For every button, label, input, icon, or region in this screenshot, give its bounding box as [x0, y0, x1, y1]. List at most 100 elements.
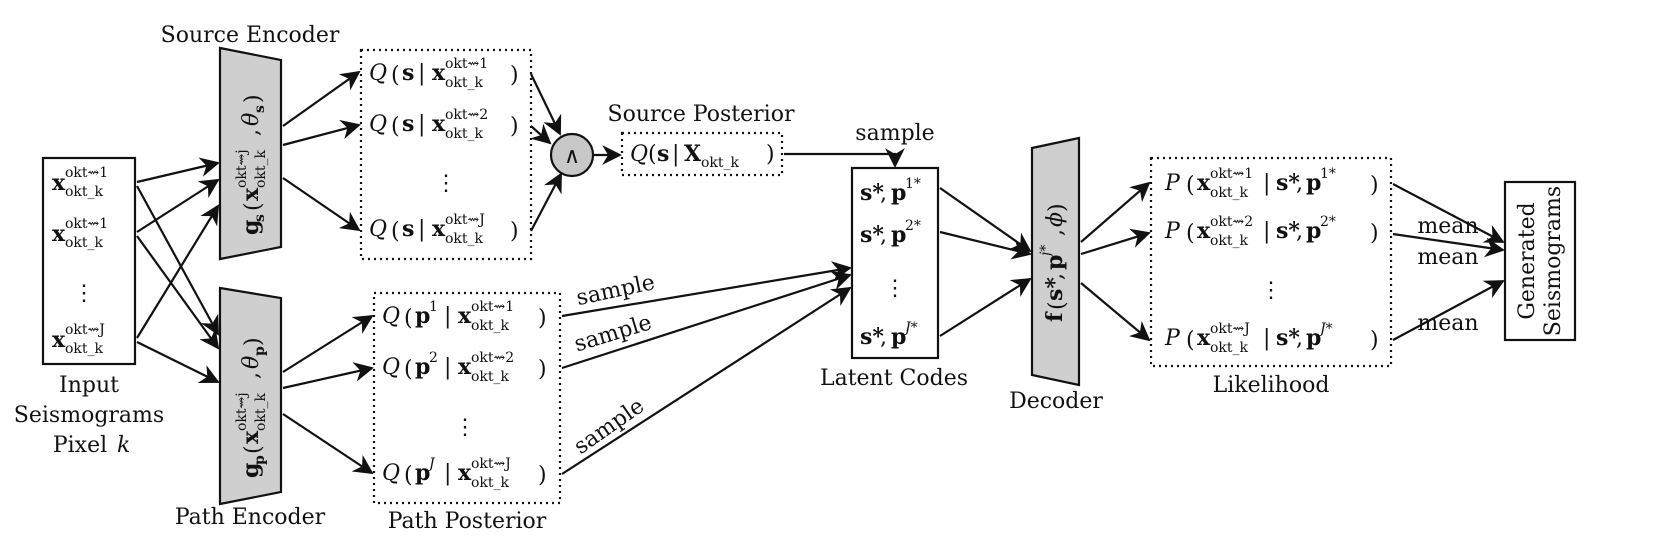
svg-text:Q: Q: [369, 112, 387, 137]
source-posterior-formula: Q ( s | X okt_k ): [630, 141, 775, 171]
svg-text:x: x: [1197, 325, 1211, 351]
input-box: x okt⇝1 okt_k x okt⇝1 okt_k ⋮ x okt⇝J ok…: [41, 156, 137, 366]
path-q-J: Q ( p J | x okt⇝J okt_k ): [382, 456, 547, 491]
sample-label-1: sample: [574, 270, 657, 311]
svg-text:(: (: [391, 114, 400, 139]
svg-text:okt_k: okt_k: [471, 475, 510, 491]
latent-code-2: s* , p 2*: [860, 218, 921, 248]
input-vdots: ⋮: [73, 281, 95, 306]
svg-text:okt_k: okt_k: [445, 231, 484, 247]
svg-text:Q: Q: [369, 61, 387, 86]
source-q-vdots: ⋮: [435, 171, 457, 196]
sample-label-top: sample: [855, 121, 934, 146]
svg-text:okt_k: okt_k: [471, 318, 510, 334]
svg-text:okt_k: okt_k: [701, 155, 740, 171]
latent-to-decoder-arrows: [939, 187, 1032, 337]
source-encoder-block: [218, 46, 283, 261]
svg-text:x: x: [432, 216, 446, 242]
path-q-vdots: ⋮: [454, 415, 476, 440]
input-label-line1: Input: [59, 373, 119, 398]
svg-text:x: x: [1197, 170, 1211, 196]
svg-text:x: x: [238, 187, 264, 201]
and-node: [549, 132, 595, 178]
svg-text:okt_k: okt_k: [65, 184, 104, 200]
svg-text:okt⇝J: okt⇝J: [1210, 321, 1250, 337]
svg-text:p: p: [891, 180, 906, 206]
svg-text:(: (: [404, 306, 413, 331]
svg-text:x: x: [52, 327, 66, 353]
svg-text:|: |: [444, 461, 451, 486]
source-encoder-comma: ,: [239, 129, 264, 136]
svg-text:okt⇝J: okt⇝J: [65, 322, 105, 338]
svg-text:,: ,: [1043, 273, 1068, 280]
svg-text:,: ,: [1296, 219, 1303, 244]
svg-text:okt_k: okt_k: [445, 75, 484, 91]
svg-text:P: P: [1164, 326, 1181, 351]
svg-text:): ): [1370, 221, 1379, 246]
svg-text:p: p: [415, 354, 430, 380]
svg-text:): ): [538, 463, 547, 488]
svg-text:P: P: [1164, 219, 1181, 244]
svg-text:J*: J*: [1317, 321, 1333, 337]
input-entry-1: x okt⇝1 okt_k: [52, 165, 108, 200]
svg-text:okt⇝2: okt⇝2: [1210, 214, 1253, 230]
svg-text:x: x: [458, 354, 472, 380]
svg-text:x: x: [52, 170, 66, 196]
svg-text:): ): [510, 63, 519, 88]
svg-text:2*: 2*: [1320, 214, 1336, 230]
svg-text:(: (: [1186, 221, 1195, 246]
svg-text:okt_k: okt_k: [65, 235, 104, 251]
svg-text:okt⇝j: okt⇝j: [234, 149, 250, 188]
path-encoder-block: [218, 286, 283, 506]
likelihood-vdots: ⋮: [1260, 278, 1282, 303]
svg-text:Seismograms: Seismograms: [1541, 186, 1566, 336]
svg-text:okt_k: okt_k: [471, 369, 510, 385]
svg-text:θ: θ: [239, 356, 264, 369]
likelihood-label: Likelihood: [1213, 373, 1330, 398]
svg-text:s: s: [657, 141, 669, 167]
svg-text:|: |: [418, 112, 425, 137]
svg-text:(: (: [391, 219, 400, 244]
svg-text:1: 1: [429, 299, 438, 315]
svg-text:Q: Q: [382, 355, 400, 380]
svg-text:Q: Q: [382, 461, 400, 486]
svg-text:,: ,: [880, 325, 887, 350]
svg-text:okt⇝j: okt⇝j: [234, 392, 250, 431]
svg-text:,: ,: [880, 223, 887, 248]
svg-text:(: (: [1186, 328, 1195, 353]
and-symbol: ∧: [564, 144, 580, 169]
svg-text:s: s: [252, 214, 268, 222]
svg-text:p: p: [891, 222, 906, 248]
source-posterior-label: Source Posterior: [608, 102, 795, 127]
svg-text:g: g: [238, 220, 264, 235]
svg-text:okt_k: okt_k: [253, 149, 269, 188]
source-encoder-paren-close: ): [241, 94, 266, 103]
svg-text:): ): [766, 142, 775, 167]
svg-text:): ): [538, 357, 547, 382]
svg-text:p: p: [1306, 325, 1321, 351]
mean-label-3: mean: [1417, 311, 1478, 336]
source-q-box: [359, 48, 533, 261]
path-encoder-label: Path Encoder: [175, 505, 326, 530]
svg-text:|: |: [444, 304, 451, 329]
svg-text:okt⇝1: okt⇝1: [445, 56, 488, 72]
svg-text:|: |: [1263, 326, 1270, 351]
path-encoder-out-arrows: [282, 314, 374, 475]
svg-text:(: (: [1186, 173, 1195, 198]
latent-codes-box: [850, 166, 940, 360]
path-encoder-comma: ,: [239, 372, 264, 379]
source-encoder-paren-open: (: [241, 202, 266, 211]
mean-label-1: mean: [1417, 214, 1478, 239]
svg-text:okt_k: okt_k: [445, 126, 484, 142]
svg-text:): ): [1045, 203, 1070, 212]
svg-text:|: |: [418, 217, 425, 242]
path-encoder-formula: g p ( x okt⇝j okt_k , θ p ): [234, 337, 269, 478]
path-encoder-paren-open: (: [241, 445, 266, 454]
likelihood-2: P ( x okt⇝2 okt_k | s* , p 2* ): [1164, 214, 1379, 249]
svg-text:): ): [538, 306, 547, 331]
svg-text:|: |: [1263, 219, 1270, 244]
generated-box: [1503, 180, 1577, 342]
generated-label: Generated Seismograms: [1515, 186, 1566, 336]
svg-text:p: p: [252, 346, 268, 356]
